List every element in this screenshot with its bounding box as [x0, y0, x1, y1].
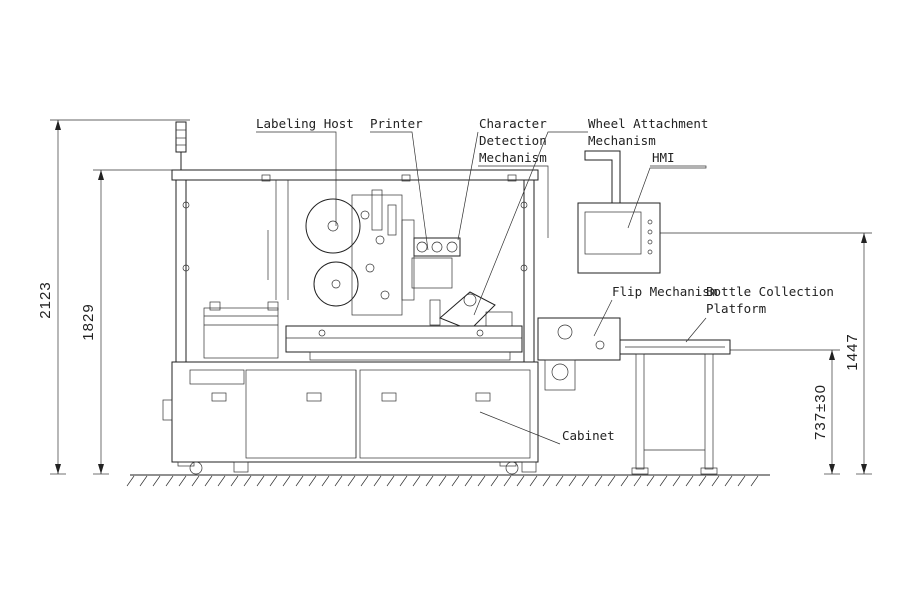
label-hmi: HMI: [652, 150, 675, 165]
label-wheel-attachment-2: Mechanism: [588, 133, 656, 148]
dim-platform-height: 737±30: [730, 349, 840, 475]
label-printer: Printer: [370, 116, 423, 131]
upper-frame: [171, 169, 539, 363]
ground-hatch-mark: [204, 475, 213, 487]
label-character-detection-3: Mechanism: [479, 150, 547, 165]
dim-frame-height-text: 1829: [80, 303, 97, 340]
ground-hatch-mark: [516, 475, 525, 487]
ground-hatch-mark: [659, 475, 668, 487]
ground-hatch-mark: [321, 475, 330, 487]
label-flip-mechanism: Flip Mechanism: [612, 284, 717, 299]
infeed: [203, 301, 279, 359]
ground-hatch-mark: [152, 475, 161, 487]
ground-hatch-mark: [295, 475, 304, 487]
ground-hatch-mark: [139, 475, 148, 487]
dim-frame-height: 1829: [80, 169, 175, 475]
ground-hatch-mark: [360, 475, 369, 487]
label-cabinet: Cabinet: [562, 428, 615, 443]
ground-hatch-mark: [568, 475, 577, 487]
cabinet: [162, 361, 539, 463]
ground-hatch-mark: [126, 475, 135, 487]
dim-overall-height: 2123: [37, 119, 190, 475]
ground-hatch-mark: [737, 475, 746, 487]
ground-hatch-mark: [607, 475, 616, 487]
ground-hatch-mark: [633, 475, 642, 487]
ground-hatch-mark: [230, 475, 239, 487]
ground-hatch-mark: [724, 475, 733, 487]
main-conveyor: [285, 325, 523, 361]
ground-hatch-mark: [555, 475, 564, 487]
ground-hatch-mark: [386, 475, 395, 487]
printer: [401, 219, 461, 301]
ground-line: [126, 474, 770, 487]
ground-hatch-mark: [646, 475, 655, 487]
ground-hatch-mark: [542, 475, 551, 487]
leader-lines: [256, 131, 707, 445]
ground-hatch-mark: [685, 475, 694, 487]
ground-hatch-mark: [503, 475, 512, 487]
ground-hatch-mark: [373, 475, 382, 487]
ground-hatch-mark: [529, 475, 538, 487]
hmi-panel: [577, 150, 661, 274]
ground-hatch-mark: [191, 475, 200, 487]
label-labeling-host: Labeling Host: [256, 116, 354, 131]
ground-hatch-mark: [581, 475, 590, 487]
label-character-detection-1: Character: [479, 116, 547, 131]
ground-hatch-mark: [347, 475, 356, 487]
ground-hatch-mark: [243, 475, 252, 487]
ground-hatch-mark: [451, 475, 460, 487]
flip-mechanism: [537, 317, 621, 391]
bottle-collection-platform: [619, 339, 731, 475]
ground-hatch-mark: [711, 475, 720, 487]
ground-hatch-mark: [334, 475, 343, 487]
dim-overall-height-text: 2123: [37, 281, 54, 318]
dim-hmi-height-text: 1447: [844, 333, 861, 370]
label-wheel-attachment-1: Wheel Attachment: [588, 116, 708, 131]
ground-hatch-mark: [165, 475, 174, 487]
ground-hatch-mark: [594, 475, 603, 487]
ground-hatch-mark: [477, 475, 486, 487]
ground-hatch-mark: [282, 475, 291, 487]
label-bottle-collection-1: Bottle Collection: [706, 284, 834, 299]
ground-hatch-mark: [672, 475, 681, 487]
ground-hatch-mark: [217, 475, 226, 487]
wheels: [177, 461, 537, 475]
ground-hatch-mark: [399, 475, 408, 487]
ground-hatch-mark: [269, 475, 278, 487]
ground-hatch-mark: [490, 475, 499, 487]
ground-hatch-mark: [256, 475, 265, 487]
ground-hatch-mark: [438, 475, 447, 487]
dim-platform-height-text: 737±30: [812, 384, 829, 440]
ground-hatch-mark: [464, 475, 473, 487]
ground-hatch-mark: [750, 475, 759, 487]
ground-hatch-mark: [308, 475, 317, 487]
ground-hatch-mark: [412, 475, 421, 487]
label-bottle-collection-2: Platform: [706, 301, 766, 316]
ground-hatch-mark: [425, 475, 434, 487]
ground-hatch-mark: [178, 475, 187, 487]
ground-hatch-mark: [698, 475, 707, 487]
labeling-host: [305, 189, 403, 316]
label-character-detection-2: Detection: [479, 133, 547, 148]
dim-hmi-height: 1447: [660, 232, 872, 475]
signal-tower: [175, 121, 187, 170]
ground-hatch-mark: [620, 475, 629, 487]
